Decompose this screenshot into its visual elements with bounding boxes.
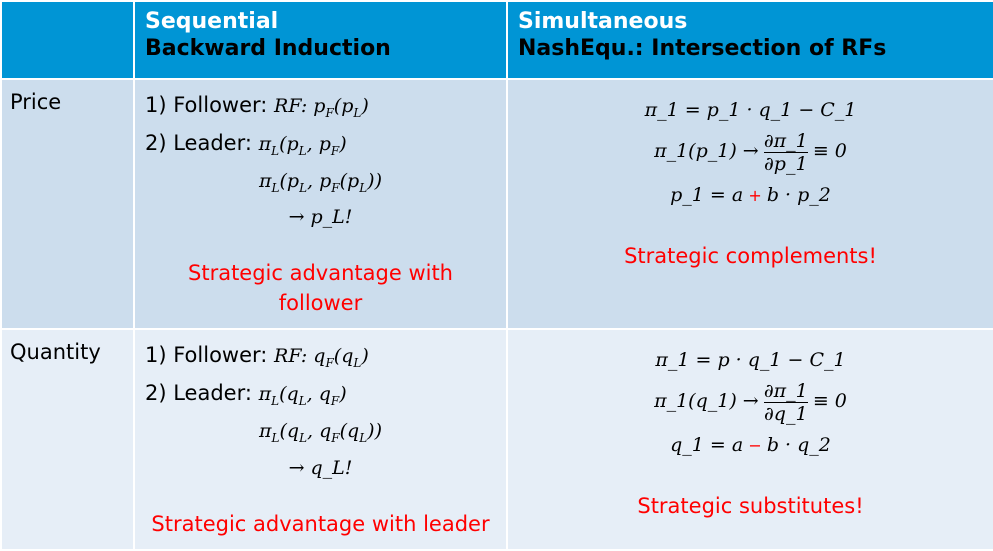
follower-step: 1) Follower: RF: pF(pL) — [145, 90, 496, 128]
sequential-cell: 1) Follower: RF: pF(pL) 2) Leader: πL(pL… — [133, 77, 508, 331]
step-label: 1) Follower: — [145, 93, 275, 117]
row-label: Quantity — [10, 340, 101, 365]
foc-right: ≡ 0 — [812, 390, 847, 413]
leader-choice: → q_L! — [288, 456, 353, 479]
eq-left: p_1 = a — [670, 184, 744, 206]
row-label: Price — [10, 90, 62, 114]
sign-operator: − — [748, 436, 762, 456]
foc-right: ≡ 0 — [812, 140, 847, 162]
substituted-profit: πL(pL, pF(pL)) — [259, 169, 382, 195]
step-label: 2) Leader: — [145, 381, 259, 406]
header-empty — [0, 0, 135, 80]
eq-right: b · p_2 — [766, 184, 831, 206]
leader-choice: → p_L! — [288, 206, 353, 229]
numerator: ∂π_1 — [763, 130, 808, 153]
foc-equation: π_1(q_1) → ∂π_1∂q_1 ≡ 0 — [508, 380, 993, 425]
step-label: 1) Follower: — [145, 343, 275, 368]
reaction-equation: q_1 = a − b · q_2 — [508, 425, 993, 466]
header-subtitle: Backward Induction — [145, 36, 391, 61]
result-text: Strategic complements! — [624, 244, 877, 268]
profit-equation: π_1 = p · q_1 − C_1 — [655, 349, 846, 372]
reaction-function: RF: pF(pL) — [274, 95, 369, 120]
sequential-cell: 1) Follower: RF: qF(qL) 2) Leader: πL(qL… — [133, 328, 508, 551]
header-title: Simultaneous — [518, 9, 688, 34]
header-title: Sequential — [145, 9, 279, 34]
reaction-function: RF: qF(qL) — [274, 345, 369, 371]
step-label: 2) Leader: — [145, 130, 259, 155]
denominator: ∂q_1 — [763, 403, 808, 426]
simultaneous-cell: π_1 = p · q_1 − C_1 π_1(q_1) → ∂π_1∂q_1 … — [506, 328, 993, 551]
foc-left: π_1(q_1) → — [654, 390, 759, 413]
result-text: Strategic substitutes! — [637, 494, 864, 519]
substituted-profit: πL(qL, qF(qL)) — [259, 419, 382, 445]
leader-profit: πL(qL, qF) — [258, 383, 347, 408]
eq-left: q_1 = a — [670, 434, 744, 457]
advantage-text: Strategic advantage with leader — [151, 511, 490, 536]
foc-equation: π_1(p_1) → ∂π_1∂p_1 ≡ 0 — [508, 130, 993, 175]
derivative-fraction: ∂π_1∂q_1 — [763, 380, 808, 426]
eq-right: b · q_2 — [766, 434, 831, 457]
numerator: ∂π_1 — [763, 380, 808, 404]
sign-operator: + — [748, 186, 762, 205]
follower-step: 1) Follower: RF: qF(qL) — [145, 340, 496, 378]
foc-left: π_1(p_1) → — [654, 140, 759, 162]
leader-step: 2) Leader: πL(qL, qF) — [145, 378, 496, 416]
simultaneous-cell: π_1 = p_1 · q_1 − C_1 π_1(p_1) → ∂π_1∂p_… — [506, 77, 993, 331]
row-label-cell: Quantity — [0, 328, 135, 551]
profit-equation: π_1 = p_1 · q_1 − C_1 — [644, 99, 857, 121]
row-quantity: Quantity 1) Follower: RF: qF(qL) 2) Lead… — [0, 328, 993, 551]
row-price: Price 1) Follower: RF: pF(pL) 2) Leader:… — [0, 77, 993, 331]
row-label-cell: Price — [0, 77, 135, 331]
denominator: ∂p_1 — [763, 153, 808, 175]
derivative-fraction: ∂π_1∂p_1 — [763, 130, 808, 175]
advantage-text: Strategic advantage with follower — [188, 261, 453, 316]
leader-profit: πL(pL, pF) — [258, 132, 347, 158]
reaction-equation: p_1 = a + b · p_2 — [508, 175, 993, 216]
leader-step: 2) Leader: πL(pL, pF) — [145, 128, 496, 166]
header-subtitle: NashEqu.: Intersection of RFs — [518, 36, 887, 61]
